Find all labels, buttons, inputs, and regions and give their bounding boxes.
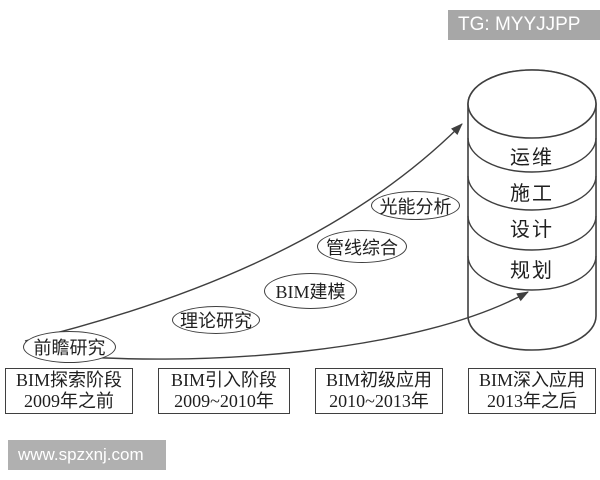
phase-name: BIM初级应用 (325, 370, 432, 390)
phase-box-deep-application: BIM深入应用 2013年之后 (468, 368, 596, 414)
phase-name: BIM探索阶段 (15, 370, 122, 390)
phase-period: 2009~2010年 (174, 391, 274, 411)
cylinder-separator-1 (467, 137, 597, 173)
cylinder-top-ellipse (467, 69, 597, 139)
phase-box-introduction: BIM引入阶段 2009~2010年 (158, 368, 290, 414)
cylinder-layer-planning: 规划 (510, 260, 554, 282)
bubble-foresight-research: 前瞻研究 (23, 331, 116, 363)
phase-name: BIM深入应用 (478, 370, 585, 390)
phase-name: BIM引入阶段 (170, 370, 277, 390)
cylinder-separator-3 (467, 215, 597, 251)
cylinder-layer-design: 设计 (510, 219, 554, 241)
phase-period: 2010~2013年 (329, 391, 429, 411)
tg-badge: TG: MYYJJPP (448, 10, 600, 40)
phase-box-exploration: BIM探索阶段 2009年之前 (5, 368, 133, 414)
cylinder-separator-2 (467, 175, 597, 211)
site-watermark: www.spzxnj.com (8, 440, 166, 470)
phase-box-initial-application: BIM初级应用 2010~2013年 (315, 368, 443, 414)
bubble-theory-research: 理论研究 (172, 306, 260, 334)
bubble-light-analysis: 光能分析 (371, 191, 460, 220)
cylinder-separator-4 (467, 255, 597, 291)
bubble-pipeline-integration: 管线综合 (317, 230, 407, 263)
phase-period: 2009年之前 (24, 391, 114, 411)
cylinder-layer-construction: 施工 (510, 183, 554, 205)
growth-curve-upper (24, 123, 463, 342)
cylinder-layer-operations: 运维 (510, 147, 554, 169)
phase-period: 2013年之后 (487, 391, 577, 411)
bubble-bim-modeling: BIM建模 (264, 273, 357, 309)
